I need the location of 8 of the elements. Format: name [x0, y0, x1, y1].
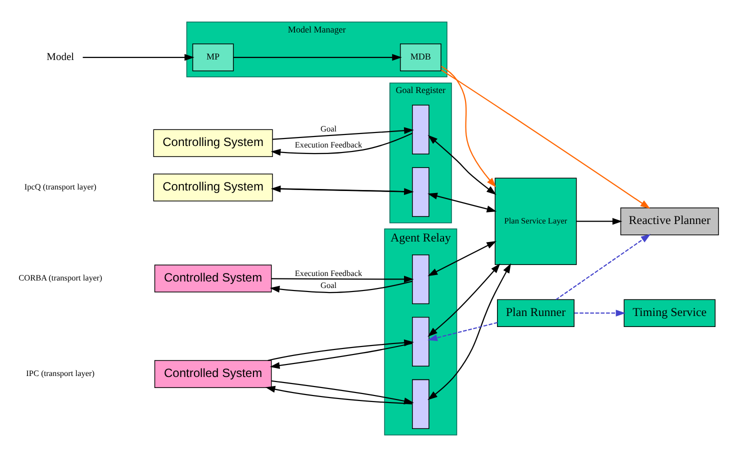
- node-text: Model: [46, 52, 74, 64]
- edge-label: Goal: [320, 281, 337, 290]
- label: IPC (transport layer): [26, 369, 95, 378]
- edge-label: Execution Feedback: [294, 140, 362, 150]
- edge-label: Execution Feedback: [294, 269, 362, 278]
- label: IpcQ (transport layer): [24, 182, 96, 192]
- label: CORBA (transport layer): [18, 274, 102, 283]
- edge-label: Goal: [320, 124, 337, 134]
